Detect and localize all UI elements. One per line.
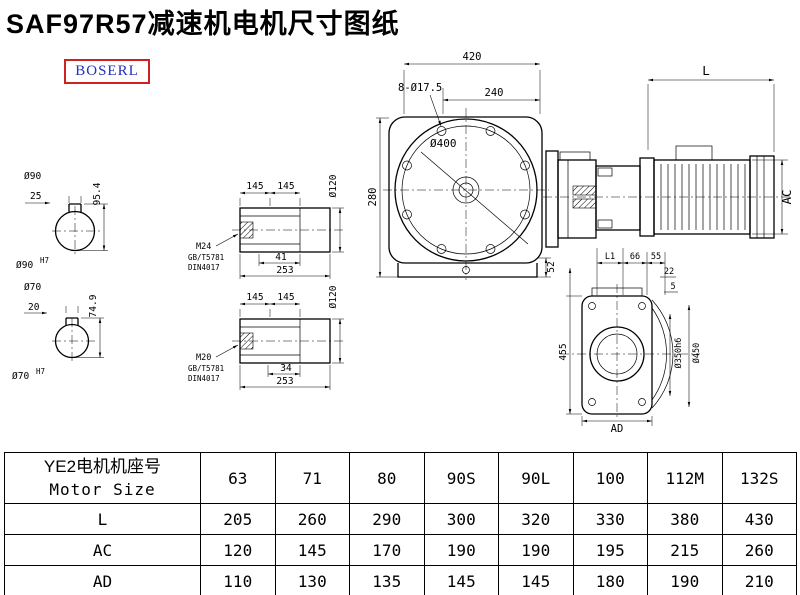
bore-section-2: Ø70 20 74.9 Ø70 H7	[12, 282, 104, 382]
table-cell: 430	[721, 503, 797, 535]
dim-AC: AC	[779, 189, 794, 204]
dim-d90h7: Ø90	[16, 260, 33, 271]
dim-s2-std1: GB/T5781	[188, 364, 224, 373]
dim-k20: 20	[28, 302, 40, 313]
table-cell: 170	[349, 534, 425, 566]
table-row-L: L 205 260 290 300 320 330 380 430	[4, 503, 797, 535]
table-cell: 190	[498, 534, 574, 566]
table-cell: 145	[274, 534, 350, 566]
dim-749: 74.9	[88, 294, 99, 317]
dim-AD: AD	[611, 423, 624, 435]
table-cell: 180	[572, 565, 648, 595]
dim-L1: L1	[605, 252, 615, 262]
table-cell: 120	[200, 534, 276, 566]
table-row-AC: AC 120 145 170 190 190 195 215 260	[4, 534, 797, 566]
dim-d90: Ø90	[24, 171, 41, 182]
dim-66: 66	[630, 252, 640, 262]
dim-s1-145a: 145	[246, 181, 263, 192]
table-cell: 215	[647, 534, 723, 566]
dim-954: 95.4	[92, 182, 103, 205]
dim-5: 5	[670, 282, 675, 292]
dim-d70: Ø70	[24, 282, 41, 293]
dim-22: 22	[664, 267, 674, 277]
dim-d400: Ø400	[430, 137, 457, 150]
shaft-detail-2: 145 145 Ø120 M20 GB/T5781 DIN4017 34 253	[188, 285, 344, 390]
dim-s2-145b: 145	[277, 292, 294, 303]
table-cell: 320	[498, 503, 574, 535]
dim-s1-std2: DIN4017	[188, 263, 220, 272]
dim-k25: 25	[30, 191, 41, 202]
table-cell: 135	[349, 565, 425, 595]
dim-s2-d120: Ø120	[328, 285, 339, 308]
table-cell: 300	[423, 503, 499, 535]
row-label: AD	[4, 565, 201, 595]
front-view: 420 240 8-Ø17.5 Ø400 280 52	[367, 51, 557, 280]
technical-drawing: 420 240 8-Ø17.5 Ø400 280 52	[12, 51, 794, 435]
size-col: 112M	[647, 452, 723, 504]
table-header-cell: YE2电机机座号 Motor Size	[4, 452, 201, 504]
dim-s2-std2: DIN4017	[188, 374, 220, 383]
dim-d350: Ø350h6	[673, 338, 684, 369]
motor-size-table: YE2电机机座号 Motor Size 63 71 80 90S 90L 100…	[4, 452, 797, 595]
dim-s1-d120: Ø120	[328, 174, 339, 197]
row-label: AC	[4, 534, 201, 566]
table-cell: 290	[349, 503, 425, 535]
size-col: 100	[572, 452, 648, 504]
table-cell: 260	[274, 503, 350, 535]
table-cell: 190	[423, 534, 499, 566]
table-cell: 190	[647, 565, 723, 595]
motor-side-view: L AC	[543, 63, 794, 248]
boserl-logo: BOSERL	[64, 59, 150, 84]
shaft-hatch-bottom	[572, 198, 597, 209]
table-cell: 205	[200, 503, 276, 535]
dim-52: 52	[546, 261, 557, 272]
dim-bolt-holes: 8-Ø17.5	[398, 82, 442, 94]
dim-s1-253: 253	[276, 265, 293, 276]
table-cell: 110	[200, 565, 276, 595]
table-header-en: Motor Size	[49, 480, 156, 499]
size-col: 132S	[721, 452, 797, 504]
shaft-detail-1: 145 145 Ø120 M24 GB/T5781 DIN4017 41 253	[188, 174, 344, 279]
table-header-row: YE2电机机座号 Motor Size 63 71 80 90S 90L 100…	[4, 452, 797, 504]
bore-section-1: Ø90 25 95.4 Ø90 H7	[16, 171, 108, 271]
table-header-zh: YE2电机机座号	[43, 457, 162, 476]
dim-s1-std1: GB/T5781	[188, 253, 224, 262]
output-housing-view: L1 66 55 22 5 455 Ø350h6 Ø450 AD	[558, 248, 702, 435]
dim-280: 280	[367, 188, 379, 207]
dim-240: 240	[485, 87, 504, 99]
size-col: 71	[274, 452, 350, 504]
table-cell: 145	[498, 565, 574, 595]
dim-d70h7-sup: H7	[36, 367, 45, 376]
dim-s2-253: 253	[276, 376, 293, 387]
size-col: 80	[349, 452, 425, 504]
dim-d90h7-sup: H7	[40, 256, 49, 265]
size-col: 90S	[423, 452, 499, 504]
dim-L: L	[702, 63, 710, 78]
table-cell: 195	[572, 534, 648, 566]
dim-s2-thread: M20	[196, 353, 211, 363]
table-cell: 330	[572, 503, 648, 535]
dim-420: 420	[463, 51, 482, 63]
dim-s1-thread: M24	[196, 242, 211, 252]
table-cell: 130	[274, 565, 350, 595]
dim-d450: Ø450	[691, 343, 702, 363]
boserl-logo-text: BOSERL	[75, 63, 139, 79]
table-cell: 145	[423, 565, 499, 595]
shaft-hatch-top	[572, 185, 597, 196]
row-label: L	[4, 503, 201, 535]
size-col: 63	[200, 452, 276, 504]
table-cell: 380	[647, 503, 723, 535]
dim-s1-41: 41	[275, 252, 287, 263]
table-cell: 210	[721, 565, 797, 595]
dim-d70h7: Ø70	[12, 371, 29, 382]
table-cell: 260	[721, 534, 797, 566]
size-col: 90L	[498, 452, 574, 504]
dim-s1-145b: 145	[277, 181, 294, 192]
dim-55: 55	[651, 252, 661, 262]
table-row-AD: AD 110 130 135 145 145 180 190 210	[4, 565, 797, 595]
page-title: SAF97R57减速机电机尺寸图纸	[6, 9, 400, 39]
dim-s2-34: 34	[280, 363, 292, 374]
dim-s2-145a: 145	[246, 292, 263, 303]
dim-455: 455	[558, 343, 569, 360]
